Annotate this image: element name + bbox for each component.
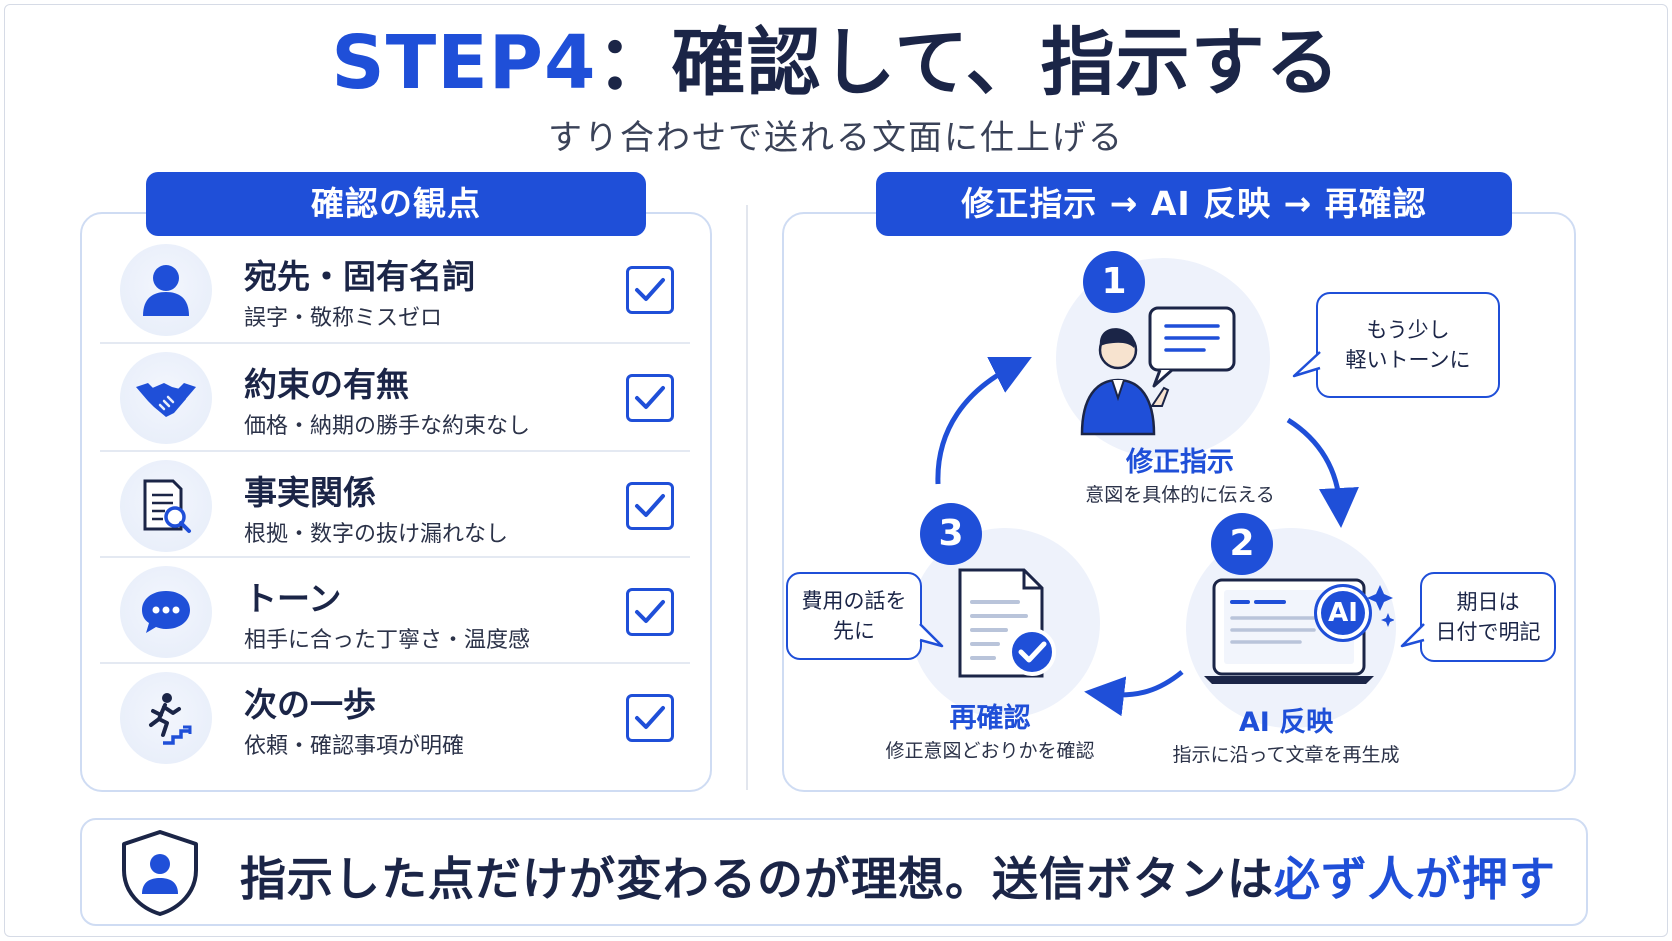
document-search-icon — [120, 460, 212, 552]
step2-desc: 指示に沿って文章を再生成 — [1172, 744, 1400, 766]
check-item-promise: 約束の有無 価格・納期の勝手な約束なし — [100, 344, 690, 450]
row-divider — [100, 342, 690, 344]
shield-person-icon — [122, 830, 198, 916]
check-item-title: トーン — [244, 579, 342, 618]
checkbox-checked-icon[interactable] — [626, 482, 674, 530]
check-item-title: 宛先・固有名詞 — [244, 257, 475, 296]
step1-desc: 意図を具体的に伝える — [1085, 484, 1275, 506]
checkbox-checked-icon[interactable] — [626, 266, 674, 314]
step1-number-badge: 1 — [1083, 251, 1145, 313]
step2-label: AI 反映 — [1238, 707, 1334, 738]
check-item-recipient: 宛先・固有名詞 誤字・敬称ミスゼロ — [100, 236, 690, 342]
revision-cycle-tab: 修正指示 → AI 反映 → 再確認 — [876, 172, 1512, 236]
checkbox-checked-icon[interactable] — [626, 694, 674, 742]
page-title: STEP4：確認して、指示する — [0, 18, 1672, 108]
step3-desc: 修正意図どおりかを確認 — [885, 740, 1095, 762]
bubble-line: 費用の話を — [801, 589, 907, 613]
check-item-desc: 価格・納期の勝手な約束なし — [244, 414, 531, 439]
bubble-line: 先に — [833, 619, 875, 643]
bubble-line: 軽いトーンに — [1345, 348, 1471, 372]
footer-main-text: 指示した点だけが変わるのが理想。送信ボタンは — [240, 852, 1274, 906]
document-check-icon — [958, 568, 1056, 678]
check-item-facts: 事実関係 根拠・数字の抜け漏れなし — [100, 452, 690, 558]
check-item-desc: 根拠・数字の抜け漏れなし — [244, 522, 509, 547]
page-subtitle: すり合わせで送れる文面に仕上げる — [548, 118, 1124, 158]
row-divider — [100, 450, 690, 452]
bubble-line: もう少し — [1366, 318, 1450, 342]
ai-badge: AI — [1314, 584, 1372, 642]
check-item-title: 約束の有無 — [244, 365, 409, 404]
check-points-tab: 確認の観点 — [146, 172, 646, 236]
check-item-desc: 相手に合った丁寧さ・温度感 — [244, 628, 531, 653]
check-item-next-step: 次の一歩 依頼・確認事項が明確 — [100, 664, 690, 770]
page-frame — [4, 4, 1668, 937]
title-step: STEP4 — [331, 20, 597, 106]
check-item-title: 次の一歩 — [244, 685, 376, 724]
person-speaking-icon — [1080, 306, 1236, 436]
running-stairs-icon — [120, 672, 212, 764]
bubble-line: 日付で明記 — [1435, 620, 1541, 644]
bubble-line: 期日は — [1456, 590, 1520, 614]
step3-label: 再確認 — [949, 703, 1031, 734]
handshake-icon — [120, 352, 212, 444]
check-item-tone: トーン 相手に合った丁寧さ・温度感 — [100, 558, 690, 664]
step1-label: 修正指示 — [1126, 447, 1234, 478]
step2-speech-bubble: 期日は 日付で明記 — [1400, 572, 1556, 662]
row-divider — [100, 556, 690, 558]
step3-speech-bubble: 費用の話を 先に — [786, 572, 944, 660]
footer-banner — [80, 818, 1588, 926]
checkbox-checked-icon[interactable] — [626, 588, 674, 636]
panel-divider — [746, 205, 748, 790]
checkbox-checked-icon[interactable] — [626, 374, 674, 422]
footer-message: 指示した点だけが変わるのが理想。送信ボタンは必ず人が押す — [240, 843, 1556, 909]
title-rest: ：確認して、指示する — [596, 20, 1341, 106]
check-item-title: 事実関係 — [244, 473, 376, 512]
step1-speech-bubble: もう少し 軽いトーンに — [1292, 292, 1500, 398]
chat-bubble-icon — [120, 566, 212, 658]
check-item-desc: 誤字・敬称ミスゼロ — [244, 306, 443, 331]
row-divider — [100, 662, 690, 664]
step2-number-badge: 2 — [1211, 513, 1273, 575]
person-icon — [120, 244, 212, 336]
step3-number-badge: 3 — [920, 503, 982, 565]
check-item-desc: 依頼・確認事項が明確 — [244, 734, 465, 759]
footer-highlight-text: 必ず人が押す — [1274, 852, 1556, 906]
